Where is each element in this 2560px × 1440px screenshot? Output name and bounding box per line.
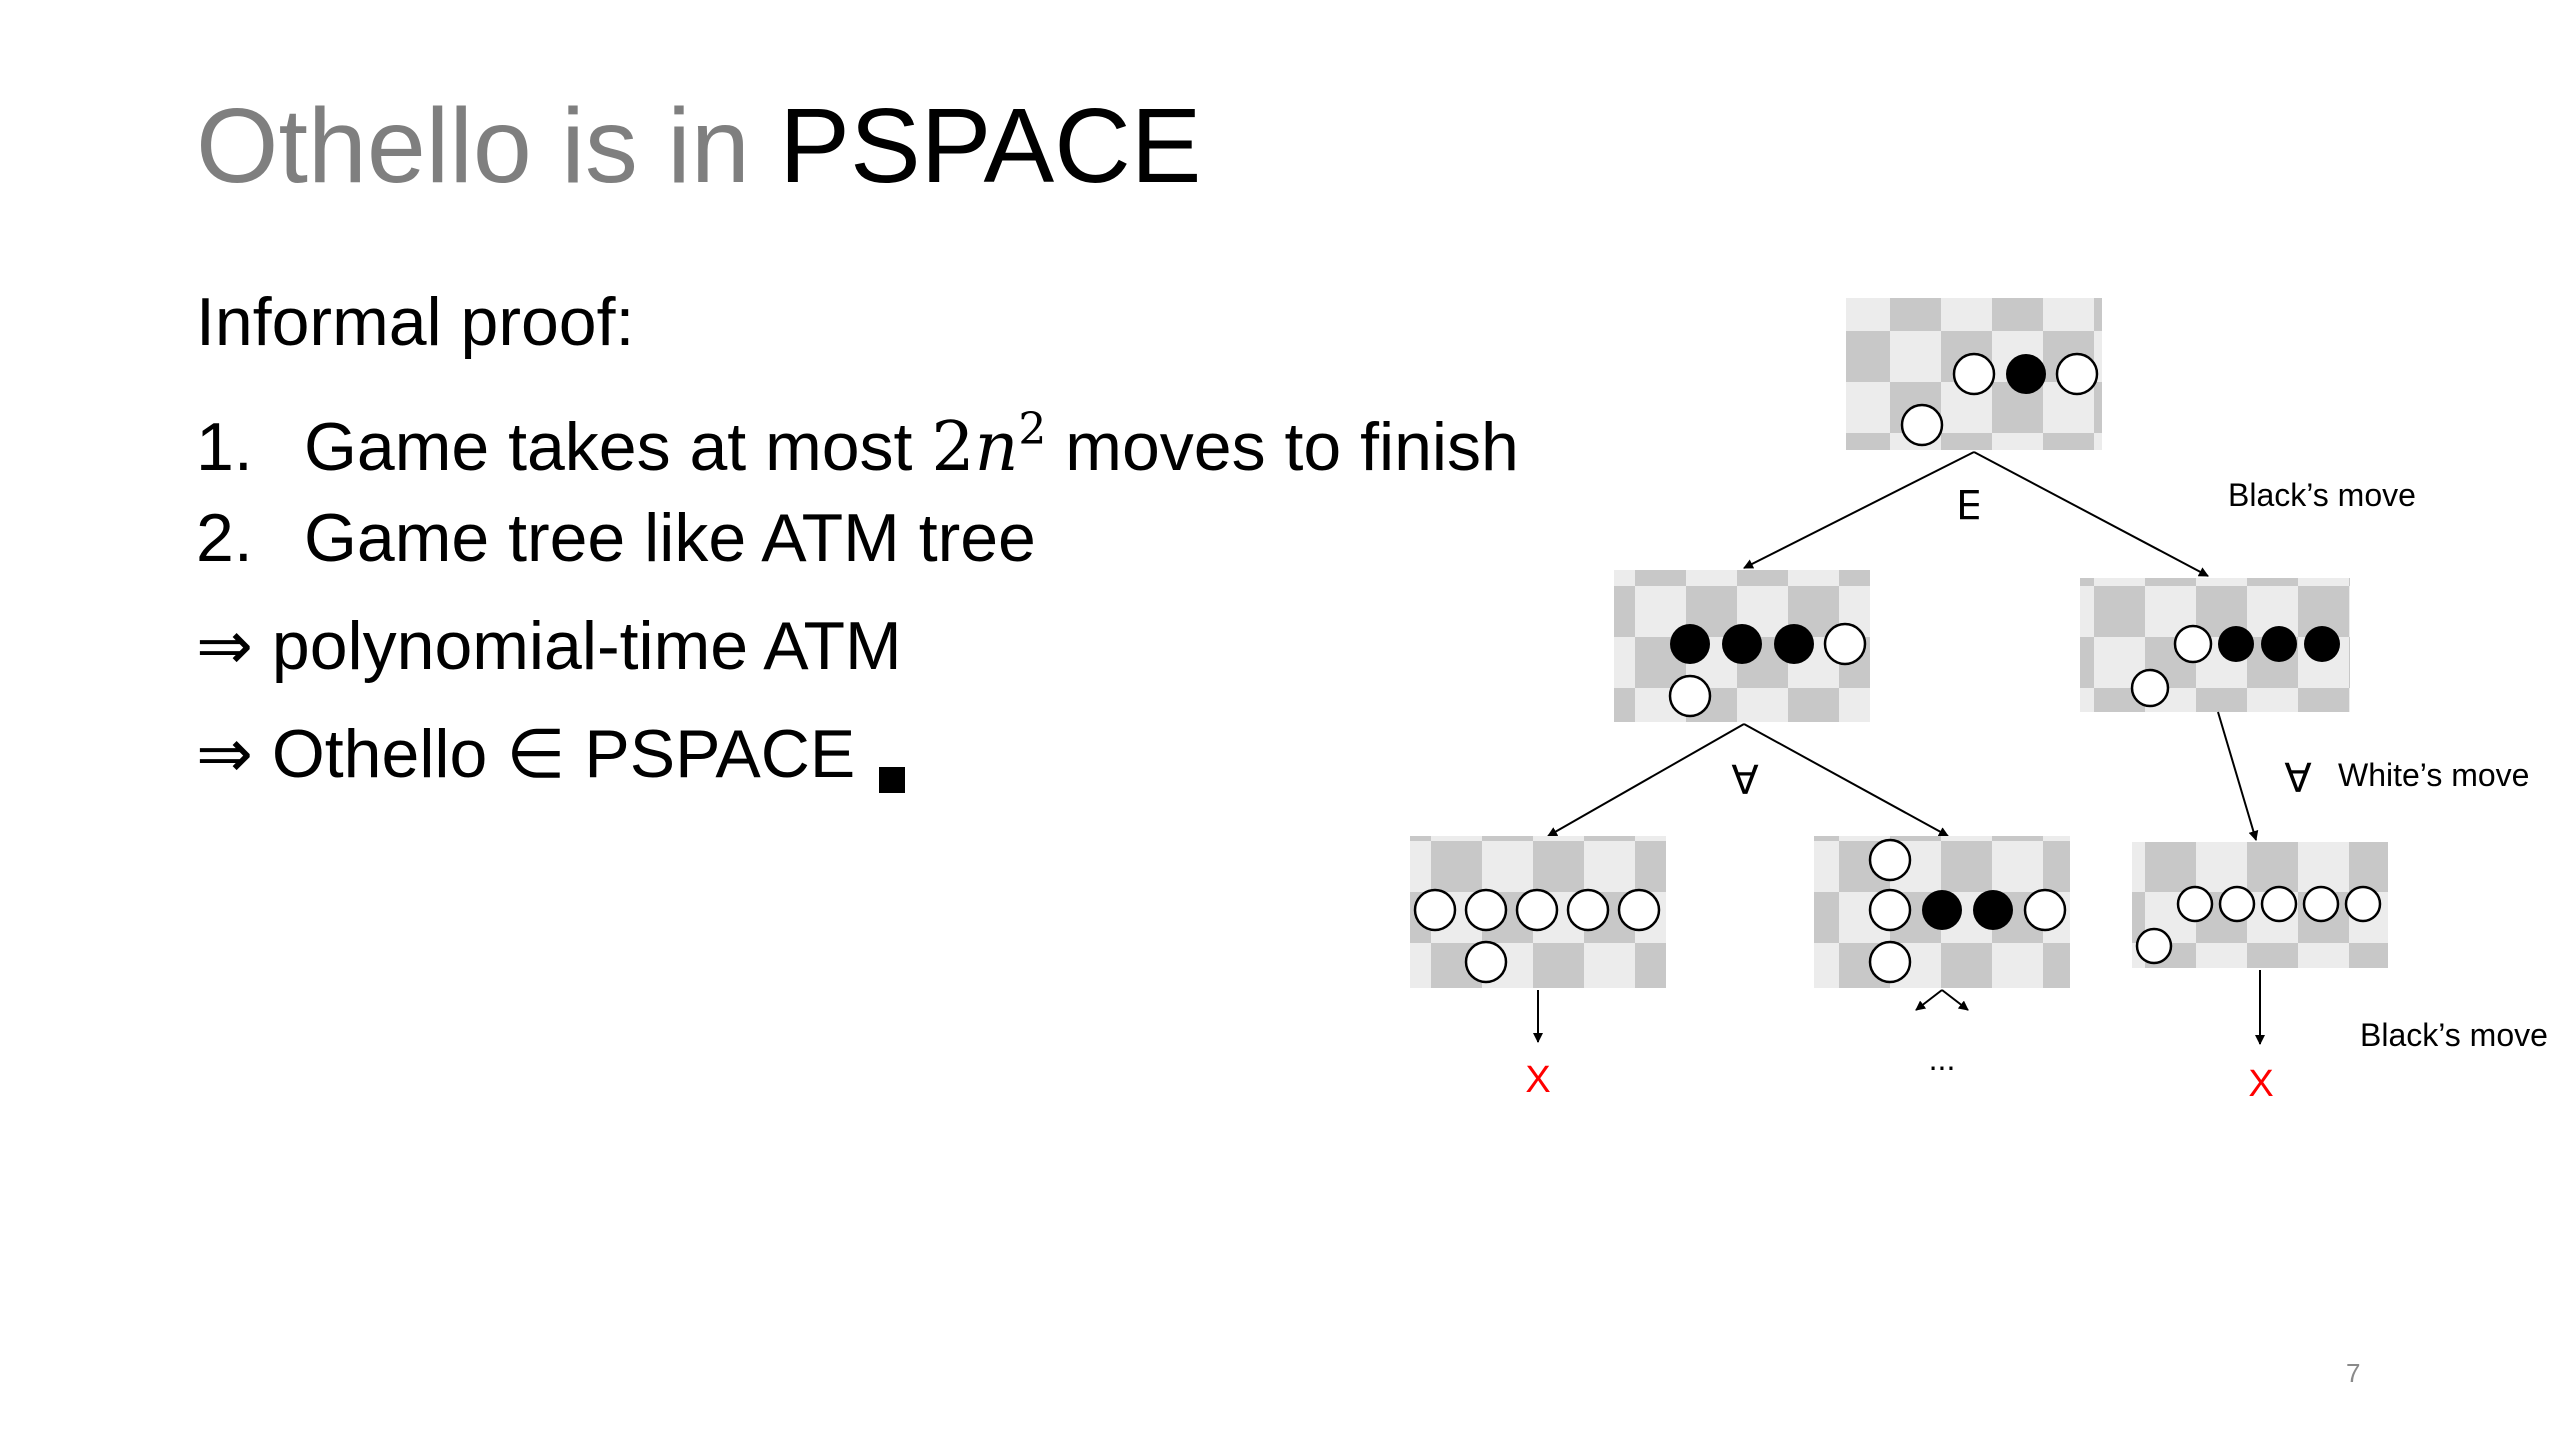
proof-heading: Informal proof: xyxy=(196,284,635,360)
edge-b-down-left xyxy=(1915,989,1943,1011)
board-level3-a xyxy=(1410,836,1666,988)
board-level2-left xyxy=(1614,570,1870,722)
implication-text: Othello ∈ PSPACE xyxy=(271,716,856,792)
implies-arrow: ⇒ xyxy=(196,716,253,792)
board-level2-right xyxy=(2080,578,2350,712)
qed-square-icon xyxy=(879,767,906,793)
label-white-move: White’s move xyxy=(2338,757,2529,793)
item-text-end: moves to finish xyxy=(1046,409,1519,485)
implication-2: ⇒ Othello ∈ PSPACE xyxy=(196,700,1519,808)
proof-item-1: 1. Game takes at most 2n2 moves to finish xyxy=(196,376,1519,487)
implication-text: polynomial-time ATM xyxy=(271,608,902,684)
math-variable: n xyxy=(974,408,1019,487)
forall-quantifier-right: ∀ xyxy=(2284,756,2312,802)
root-board xyxy=(1846,298,2102,450)
title-light-part: Othello is in xyxy=(196,87,780,205)
edge-b-down-right xyxy=(1941,989,1969,1011)
exists-quantifier: ∃ xyxy=(1957,480,1982,526)
proof-text: Informal proof: 1.Game takes at most 2n2… xyxy=(196,268,1519,808)
item-text: Game takes at most xyxy=(304,409,932,485)
item-number: 2. xyxy=(196,500,253,576)
math-exponent: 2 xyxy=(1018,404,1047,455)
slide-title: Othello is in PSPACE xyxy=(196,86,1201,208)
proof-item-2: 2. Game tree like ATM tree xyxy=(196,484,1519,592)
board-level3-c xyxy=(2132,842,2388,968)
edge-right-down xyxy=(2217,711,2259,841)
item-number: 1. xyxy=(196,409,253,485)
item-text: Game tree like ATM tree xyxy=(304,500,1036,576)
math-coefficient: 2 xyxy=(931,408,975,487)
label-black-move-top: Black’s move xyxy=(2228,477,2416,513)
page-number: 7 xyxy=(2346,1358,2361,1388)
edge-root-right xyxy=(1973,451,2209,577)
reject-mark-right: X xyxy=(2248,1063,2273,1105)
board-level3-b xyxy=(1814,836,2070,988)
edge-left-to-left xyxy=(1547,723,1745,837)
edge-left-to-right xyxy=(1743,723,1949,837)
forall-quantifier-left: ∀ xyxy=(1731,758,1759,804)
reject-mark-left: X xyxy=(1525,1059,1550,1101)
ellipsis-mark: ... xyxy=(1929,1041,1956,1077)
label-black-move-bottom: Black’s move xyxy=(2360,1017,2548,1053)
implication-1: ⇒ polynomial-time ATM xyxy=(196,592,1519,700)
edge-root-left xyxy=(1743,451,1975,569)
title-bold-part: PSPACE xyxy=(779,87,1202,205)
math-expression: 2n2 xyxy=(931,404,1046,487)
implies-arrow: ⇒ xyxy=(196,608,253,684)
game-tree-diagram: ∃ Black’s move ∀ ∀ White’s move xyxy=(1410,298,2548,1105)
